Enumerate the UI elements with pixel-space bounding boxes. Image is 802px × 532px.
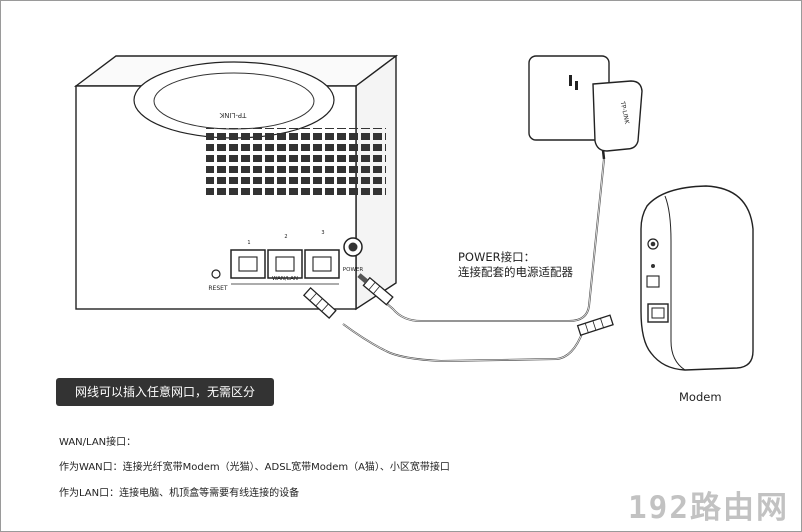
modem-device	[640, 185, 754, 371]
router-device: TP-LINK	[73, 54, 399, 311]
modem-lan-port	[647, 303, 669, 323]
power-callout-desc: 连接配套的电源适配器	[458, 265, 573, 279]
router-ports: 1 2 3 WAN/LAN POWER RESET	[208, 230, 363, 292]
power-port-label: POWER	[343, 267, 364, 273]
ethernet-cable	[342, 323, 584, 363]
modem-body	[640, 185, 754, 371]
ethernet-plug-router	[302, 286, 337, 319]
info-lan-line: 作为LAN口：连接电脑、机顶盒等需要有线连接的设备	[59, 488, 300, 499]
note-banner: 网线可以插入任意网口，无需区分	[56, 378, 274, 406]
info-title: WAN/LAN接口：	[59, 437, 137, 448]
port-number-1: 1	[247, 240, 250, 246]
port-number-3: 3	[321, 230, 324, 236]
reset-hole	[211, 269, 221, 279]
power-cable	[378, 158, 605, 322]
info-wan-line: 作为WAN口：连接光纤宽带Modem（光猫）、ADSL宽带Modem（A猫）、小…	[59, 462, 450, 473]
router-top-logo: TP-LINK	[219, 111, 247, 119]
power-callout: POWER接口： 连接配套的电源适配器	[458, 250, 573, 280]
wan-lan-label: WAN/LAN	[272, 276, 298, 282]
ethernet-plug-modem	[576, 314, 614, 336]
reset-label: RESET	[208, 285, 228, 292]
power-adapter: TP-LINK	[528, 55, 643, 160]
power-callout-title: POWER接口：	[458, 250, 536, 264]
adapter-body	[592, 80, 643, 152]
lan-port-3	[304, 249, 340, 279]
port-number-2: 2	[284, 234, 287, 240]
router-vent-grille	[206, 128, 386, 196]
lan-port-2	[267, 249, 303, 279]
modem-label: Modem	[679, 390, 722, 404]
site-watermark: 192路由网	[628, 490, 789, 526]
lan-port-1	[230, 249, 266, 279]
power-plug	[357, 273, 394, 306]
